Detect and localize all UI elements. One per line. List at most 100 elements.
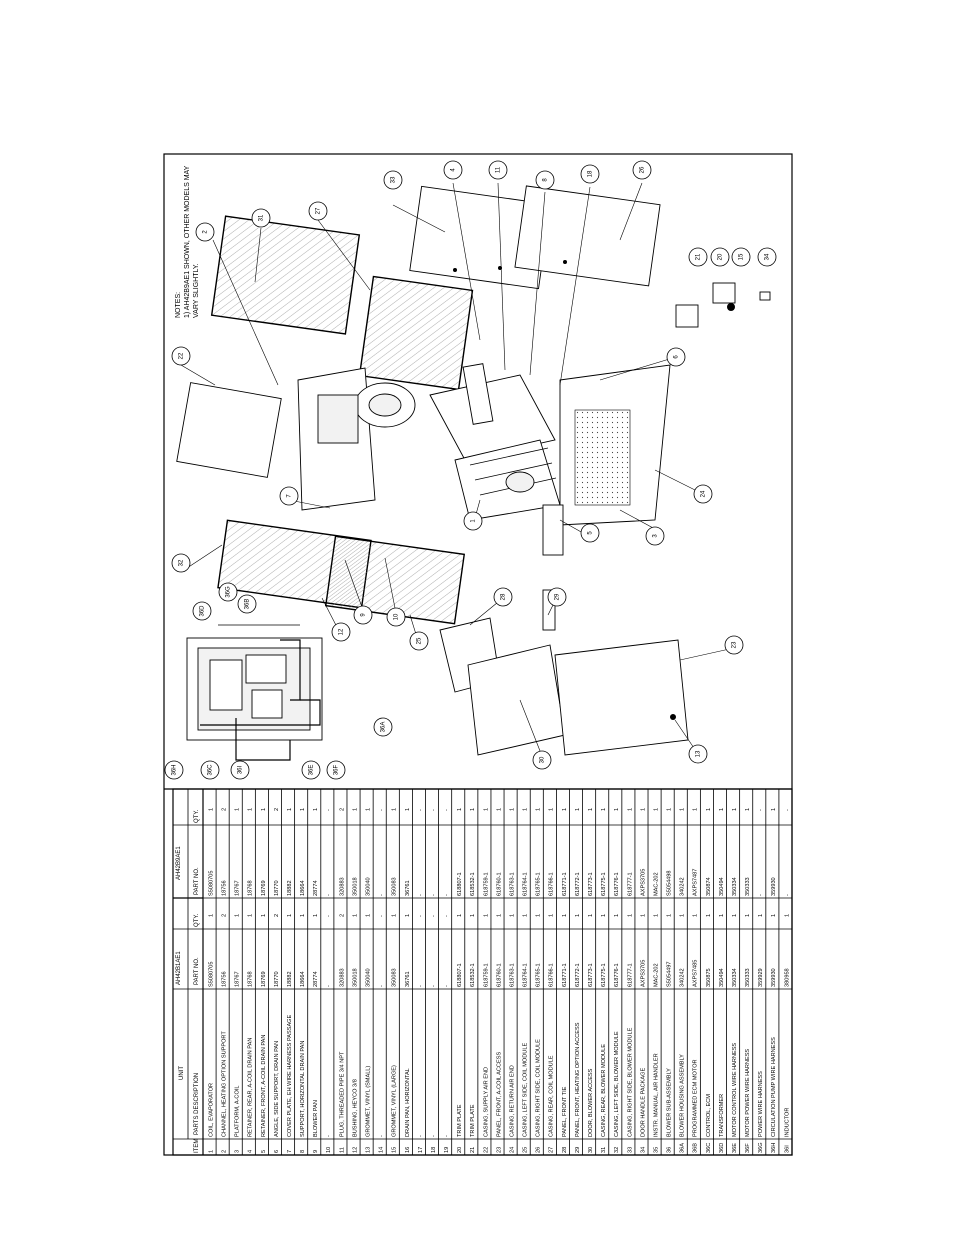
casing-rear-blower [210,215,361,335]
table-part-b: 350334 [732,877,738,896]
callout-28: 28 [493,587,513,607]
table-part-a: 618759-1 [483,963,489,987]
table-qty-a: 1 [706,914,712,917]
table-qty-a: 1 [536,914,542,917]
table-qty-b: 1 [405,808,411,811]
table-part-a: - [418,985,424,987]
return-air-grille [574,409,631,506]
table-part-a: MAC-202 [653,963,659,987]
casing-right-coil [514,185,661,287]
table-item: 16 [405,1147,411,1153]
callout-label: 18 [588,170,594,177]
table-part-a: 618763-1 [509,963,515,987]
table-part-b: 18756 [222,880,228,896]
table-qty-b: 1 [235,808,241,811]
table-border [172,788,793,1156]
table-item: 19 [444,1147,450,1153]
table-qty-a: 1 [640,914,646,917]
table-col-desc: PARTS DESCRIPTION [194,1073,200,1135]
callout-27: 27 [308,201,328,221]
callout-label: 28 [501,593,507,600]
table-part-a: 18882 [287,971,293,987]
table-qty-a: 1 [575,914,581,917]
table-part-b: S5054498 [667,870,673,896]
table-part-a: 18664 [300,971,306,987]
table-part-b: 618775-1 [601,872,607,896]
callout-label: 36G [226,586,232,598]
table-qty-a: 1 [208,914,214,917]
table-qty-a: 1 [248,914,254,917]
table-desc: - [431,1135,437,1137]
table-qty-b: 1 [627,808,633,811]
table-desc: CASING, RIGHT SIDE, BLOWER MODULE [627,1027,633,1137]
table-qty-a: 1 [365,914,371,917]
table-item: 36F [745,1143,751,1153]
table-qty-a: 1 [680,914,686,917]
table-part-a: 28774 [313,971,319,987]
table-qty-a: 1 [758,914,764,917]
table-desc: - [379,1135,385,1137]
table-desc: BUSHING, HEYCO 3/8 [352,1079,358,1137]
notes-title: NOTES: [175,292,182,318]
callout-9: 9 [353,605,373,625]
table-desc: MOTOR POWER WIRE HARNESS [745,1049,751,1137]
drain-pan-horizontal [542,504,564,556]
table-part-b: - [758,894,764,896]
table-part-a: 320883 [339,968,345,987]
table-part-a: 359929 [758,968,764,987]
callout-8: 8 [535,170,555,190]
table-qty-a: 1 [392,914,398,917]
callout-label: 20 [718,253,724,260]
table-qty-b: 1 [470,808,476,811]
table-qty-a: - [431,915,437,917]
callout-label: 7 [287,494,293,498]
table-qty-a: 1 [562,914,568,917]
table-part-b: 618766-1 [549,872,555,896]
table-part-a: 618764-1 [523,963,529,987]
callout-21: 21 [688,247,708,267]
table-desc: RETAINER, FRONT, A-COIL DRAIN PAN [261,1035,267,1137]
table-qty-a: 1 [300,914,306,917]
table-part-b: 36761 [405,880,411,896]
callout-36f: 36F [326,760,346,780]
notes-line-1: 1) AH42B9AE1 SHOWN, OTHER MODELS MAY [184,165,191,318]
table-part-b: 618776-1 [614,872,620,896]
table-qty-b: - [326,809,332,811]
table-qty-a: 1 [719,914,725,917]
table-desc: COIL, EVAPORATOR [208,1083,214,1137]
table-qty-a: 1 [523,914,529,917]
callout-30: 30 [532,750,552,770]
table-qty-b: 2 [339,808,345,811]
table-desc: MOTOR CONTROL WIRE HARNESS [732,1043,738,1137]
callout-label: 2 [203,230,209,234]
table-part-b: 359930 [771,877,777,896]
table-qty-b: 1 [261,808,267,811]
table-item: 28 [562,1147,568,1153]
table-part-a: 618532-1 [470,963,476,987]
callout-label: 36A [381,722,387,733]
table-qty-b: - [758,809,764,811]
table-qty-a: 2 [274,914,280,917]
table-desc: CASING, REAR, COIL MODULE [549,1055,555,1137]
table-part-a: - [444,985,450,987]
table-qty-b: - [784,809,790,811]
table-part-a: 618772-1 [575,963,581,987]
table-part-b: 350018 [352,877,358,896]
channel-support [462,363,494,425]
table-qty-b: 1 [496,808,502,811]
table-item: 34 [640,1147,646,1153]
callout-label: 4 [451,168,457,172]
table-desc: GROMMET, VINYL (LARGE) [392,1065,398,1137]
table-col-partno-b: PART NO. [194,867,200,895]
table-item: 15 [392,1147,398,1153]
callout-label: 9 [361,613,367,617]
callout-label: 36E [309,765,315,776]
table-item: 10 [326,1147,332,1153]
table-desc: GROMMET, VINYL (SMALL) [365,1066,371,1137]
callout-36g: 36G [218,582,238,602]
table-part-a: 340242 [680,968,686,987]
table-qty-b: 1 [287,808,293,811]
callout-11: 11 [488,160,508,180]
table-item: 26 [536,1147,542,1153]
table-col-partno-a: PART NO. [194,957,200,985]
